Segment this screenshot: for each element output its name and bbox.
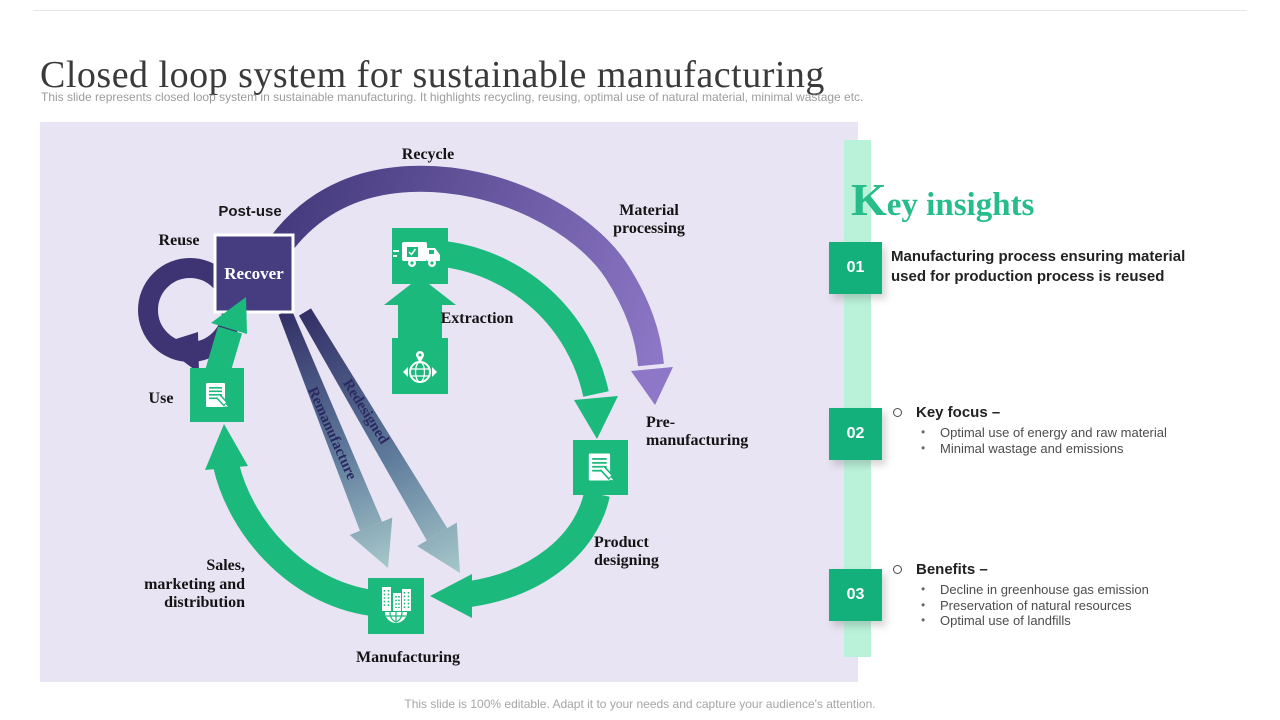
list-item: Optimal use of energy and raw material (891, 425, 1223, 441)
buildings-globe-icon (382, 587, 411, 623)
insight-2-bullets: Optimal use of energy and raw material M… (891, 425, 1223, 456)
list-item: Preservation of natural resources (891, 598, 1223, 614)
manufacturing-to-use-arc-arrow (205, 424, 375, 616)
redesigned-arrow (299, 308, 460, 573)
pre-manufacturing-label-1: Pre- (646, 414, 675, 431)
insight-2-heading-row: Key focus – (891, 403, 1223, 422)
reuse-label: Reuse (159, 232, 200, 249)
sales-label-2: marketing and (144, 576, 245, 593)
insight-3-heading: Benefits – (916, 561, 988, 578)
redesigned-label: Redesigned (339, 377, 392, 448)
closed-loop-diagram-panel: Recover (40, 122, 858, 682)
sales-label-1: Sales, (206, 557, 245, 574)
recycle-arc-arrow (256, 165, 673, 405)
insight-2-heading: Key focus – (916, 404, 1001, 421)
pre-manufacturing-label-2: manufacturing (646, 432, 748, 449)
arc-arrowhead-down-icon (574, 396, 618, 439)
truck-to-product-arc-arrow (442, 241, 618, 439)
slide-subtitle: This slide represents closed loop system… (41, 90, 864, 104)
product-designing-label-1: Product (594, 534, 649, 551)
extraction-label: Extraction (441, 310, 514, 327)
insight-number-02: 02 (846, 425, 865, 442)
redesigned-arrowhead-icon (417, 522, 460, 573)
insight-3-heading-row: Benefits – (891, 560, 1223, 579)
slide-edge-line (33, 10, 1247, 11)
insight-number-03: 03 (846, 586, 865, 603)
globe-location-icon (403, 351, 437, 383)
document-pencil-icon (206, 383, 229, 407)
insight-2-block: Key focus – Optimal use of energy and ra… (891, 403, 1223, 456)
circle-bullet-icon (893, 565, 902, 574)
use-to-recover-arrow (205, 297, 247, 378)
insight-number-badge-02: 02 (829, 408, 882, 460)
product-to-manufacturing-arc-arrow (430, 490, 610, 618)
arc-arrowhead-left-icon (430, 574, 472, 618)
arc-arrowhead-up-icon (205, 424, 248, 470)
insight-number-badge-03: 03 (829, 569, 882, 621)
insight-3-bullets: Decline in greenhouse gas emission Prese… (891, 582, 1223, 629)
circle-bullet-icon (893, 408, 902, 417)
manufacturing-label: Manufacturing (356, 649, 460, 666)
list-item: Optimal use of landfills (891, 613, 1223, 629)
remanufacture-arrow (278, 309, 393, 568)
remanufacture-arrowhead-icon (349, 517, 393, 568)
recycle-arrowhead-icon (631, 367, 673, 405)
delivery-truck-icon (393, 242, 440, 267)
material-processing-label-1: Material (619, 202, 679, 219)
recover-label: Recover (224, 264, 284, 283)
list-item: Decline in greenhouse gas emission (891, 582, 1223, 598)
extraction-globe-square (392, 338, 448, 394)
slide-footer: This slide is 100% editable. Adapt it to… (404, 697, 876, 711)
document-pen-icon (588, 453, 614, 481)
up-arrowhead-icon (384, 277, 456, 305)
closed-loop-diagram: Recover (138, 146, 748, 666)
post-use-label: Post-use (218, 203, 281, 220)
insight-number-badge-01: 01 (829, 242, 882, 294)
insight-3-block: Benefits – Decline in greenhouse gas emi… (891, 560, 1223, 629)
recycle-label: Recycle (402, 146, 454, 163)
globe-to-truck-arrow (384, 277, 456, 340)
use-label: Use (149, 390, 174, 407)
sales-label-3: distribution (164, 594, 245, 611)
list-item: Minimal wastage and emissions (891, 441, 1223, 457)
insight-number-01: 01 (846, 259, 865, 276)
insight-1-heading: Manufacturing process ensuring material … (891, 248, 1186, 285)
up-right-arrowhead-icon (211, 297, 247, 334)
recover-box: Recover (213, 233, 295, 314)
product-designing-label-2: designing (594, 552, 659, 569)
reuse-arrowhead-icon (160, 332, 199, 373)
insights-title: Key insights (851, 174, 1035, 226)
material-processing-label-2: processing (613, 220, 685, 237)
page-title: Closed loop system for sustainable manuf… (40, 54, 825, 97)
